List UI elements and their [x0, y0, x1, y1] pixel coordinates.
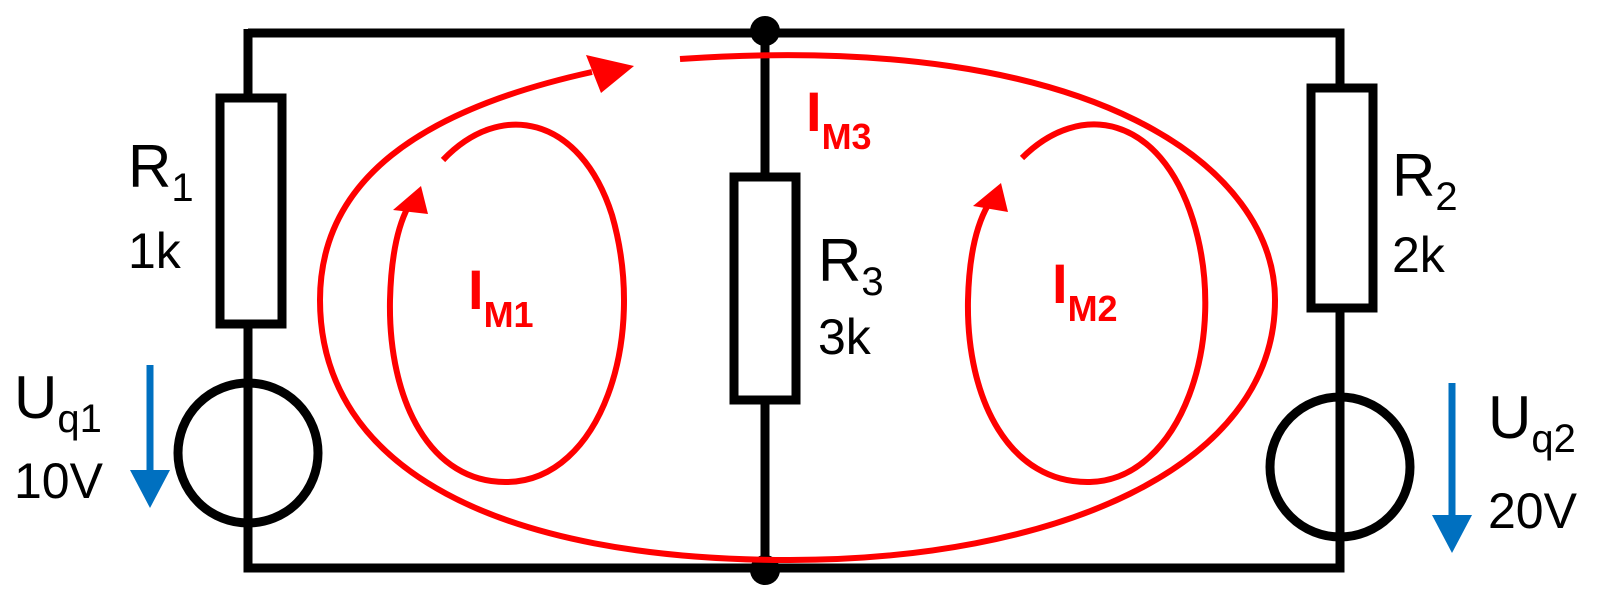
label-uq1: Uq1	[14, 368, 102, 441]
label-im3-index: M3	[821, 116, 872, 157]
value-uq2: 20V	[1488, 483, 1577, 539]
label-im3: IM3	[806, 84, 872, 155]
label-im2-index: M2	[1067, 288, 1118, 329]
label-r2-index: 2	[1435, 175, 1458, 219]
label-r2: R2	[1392, 146, 1458, 219]
node-top	[750, 16, 780, 46]
label-im2-symbol: I	[1052, 252, 1068, 315]
label-r1: R1	[128, 137, 194, 210]
resistor-r3	[729, 172, 801, 405]
voltage-arrow-uq2	[1432, 383, 1472, 553]
label-im2: IM2	[1052, 256, 1118, 327]
label-r3-index: 3	[861, 260, 884, 304]
wire-bottom	[243, 540, 1345, 573]
voltage-arrow-uq1	[130, 365, 170, 508]
resistor-r2	[1306, 83, 1378, 313]
label-r3: R3	[818, 231, 884, 304]
mesh-current-im2-arrowhead	[973, 183, 1008, 212]
label-uq2-index: q2	[1531, 417, 1576, 461]
label-im1-symbol: I	[468, 258, 484, 321]
label-r2-symbol: R	[1392, 142, 1436, 209]
label-im1: IM1	[468, 262, 534, 333]
label-im1-index: M1	[483, 294, 534, 335]
wire-top	[248, 28, 1345, 88]
value-uq1: 10V	[14, 453, 103, 509]
label-r1-symbol: R	[128, 133, 172, 200]
label-im3-symbol: I	[806, 80, 822, 143]
value-r3: 3k	[818, 309, 871, 365]
label-r3-symbol: R	[818, 227, 862, 294]
label-uq1-symbol: U	[14, 364, 58, 431]
value-r2: 2k	[1392, 227, 1445, 283]
label-r1-index: 1	[171, 166, 194, 210]
mesh-current-im3-loop	[316, 52, 1279, 564]
label-uq1-index: q1	[57, 397, 102, 441]
value-r1: 1k	[128, 223, 181, 279]
mesh-current-im3-arrowhead	[586, 55, 634, 93]
label-uq2: Uq2	[1488, 388, 1576, 461]
mesh-current-im1-loop	[386, 121, 627, 486]
mesh-current-im2-loop	[964, 121, 1209, 486]
mesh-current-im1-arrowhead	[393, 186, 428, 214]
resistor-r1	[215, 93, 287, 329]
label-uq2-symbol: U	[1488, 384, 1532, 451]
